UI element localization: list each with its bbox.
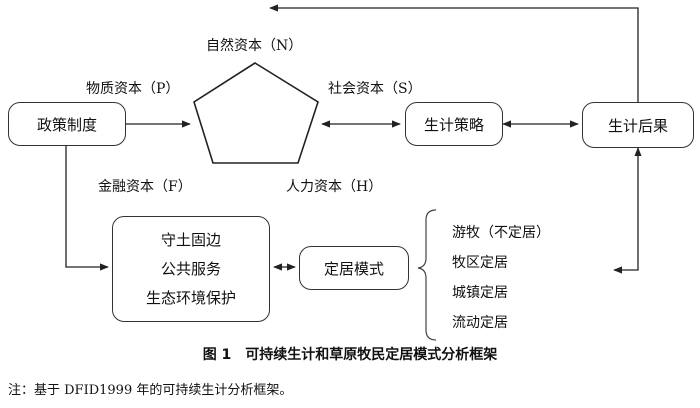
settlement-mode-box: 定居模式 — [299, 246, 409, 290]
strategy-box: 生计策略 — [405, 102, 503, 146]
settlement-type-pastoral: 牧区定居 — [452, 255, 508, 271]
settlement-type-nomadic: 游牧（不定居） — [452, 225, 550, 241]
strategy-label: 生计策略 — [423, 115, 484, 134]
figure-note: 注：基于 DFID1999 年的可持续生计分析框架。 — [8, 383, 293, 398]
arrow-policy-to-outcomes — [65, 146, 109, 271]
outcome-item-eco-protection: 生态环境保护 — [145, 289, 236, 308]
capital-pentagon — [193, 62, 319, 164]
settlement-type-mobile: 流动定居 — [452, 315, 508, 331]
settlement-brace — [417, 209, 437, 341]
figure-caption: 图 1 可持续生计和草原牧民定居模式分析框架 — [202, 347, 498, 363]
capital-natural-label: 自然资本（N） — [206, 38, 303, 54]
settlement-type-urban: 城镇定居 — [452, 285, 508, 301]
capital-social-label: 社会资本（S） — [328, 81, 422, 97]
capital-financial-label: 金融资本（F） — [98, 179, 192, 195]
capital-human-label: 人力资本（H） — [286, 179, 383, 195]
arrow-outcome-to-settlement — [613, 147, 642, 274]
outcome-box: 生计后果 — [582, 102, 694, 148]
outcome-item-border-defense: 守土固边 — [160, 230, 221, 249]
policy-label: 政策制度 — [36, 115, 97, 134]
outcome-item-public-service: 公共服务 — [160, 259, 221, 278]
feedback-loop-arrow — [269, 4, 639, 102]
capital-physical-label: 物质资本（P） — [86, 81, 180, 97]
policy-box: 政策制度 — [8, 102, 126, 146]
settlement-mode-label: 定居模式 — [323, 259, 384, 278]
outcomes-box: 守土固边 公共服务 生态环境保护 — [112, 216, 270, 322]
outcome-label: 生计后果 — [607, 116, 668, 135]
